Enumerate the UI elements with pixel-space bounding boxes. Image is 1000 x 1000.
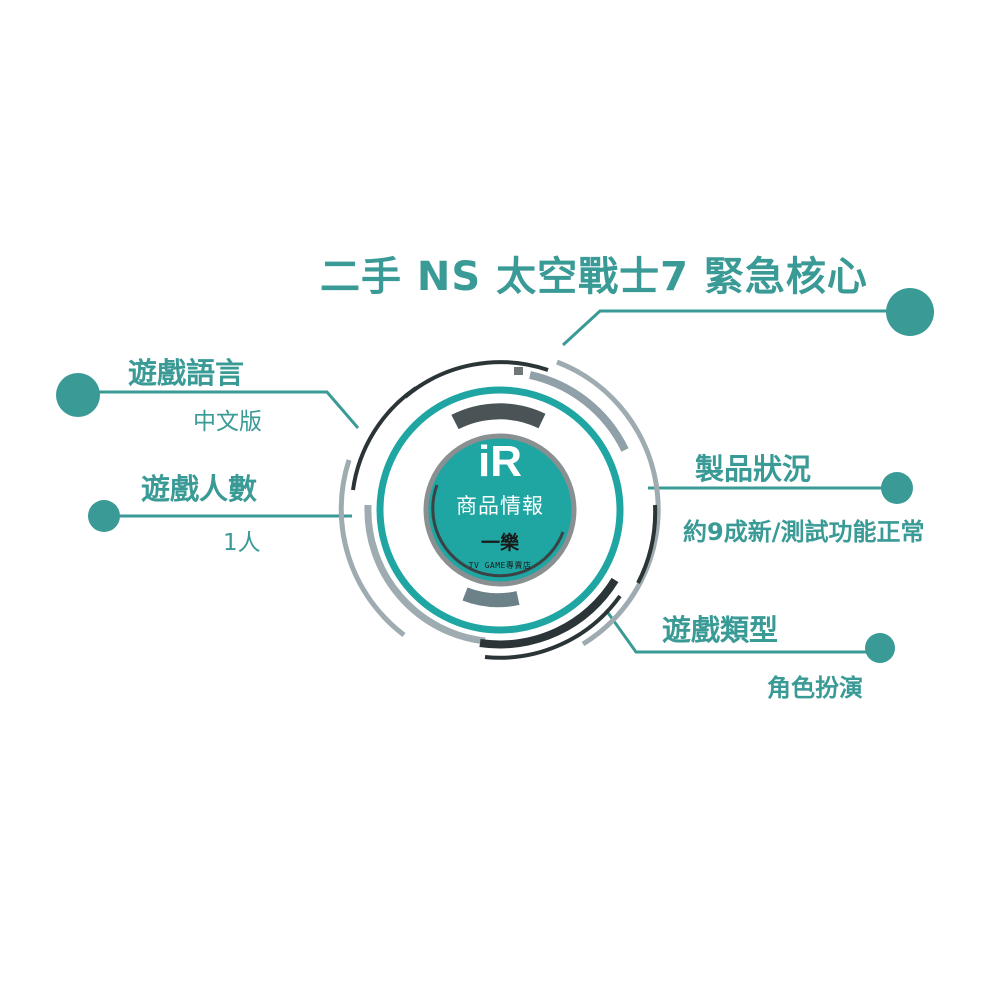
ir-logo: iR bbox=[478, 437, 522, 486]
field-label-players: 遊戲人數 bbox=[141, 472, 258, 506]
page-title: 二手 NS 太空戰士7 緊急核心 bbox=[320, 254, 868, 300]
slate-arc-top bbox=[451, 403, 546, 430]
teal-ring bbox=[376, 386, 624, 634]
dark-arc-top-left bbox=[351, 386, 418, 491]
slate-arc-bottom bbox=[462, 587, 520, 608]
brand-subtitle: TV GAME專賣店 bbox=[468, 561, 532, 570]
center-badge: iR 商品情報 一樂 TV GAME專賣店 bbox=[410, 440, 590, 571]
connector-title bbox=[561, 309, 905, 347]
gray-arc-left bbox=[364, 504, 486, 645]
center-disc bbox=[423, 433, 577, 587]
small-square-marker bbox=[514, 367, 523, 375]
dark-arc-right bbox=[636, 504, 658, 584]
dark-arc-bottom bbox=[484, 594, 622, 660]
field-label-genre: 遊戲類型 bbox=[662, 613, 779, 647]
dot-title bbox=[886, 288, 934, 336]
dot-players bbox=[88, 500, 120, 532]
connector-genre bbox=[604, 609, 880, 654]
dot-language bbox=[56, 373, 100, 417]
dot-condition bbox=[881, 472, 913, 504]
gray-arc-right-upper bbox=[529, 371, 629, 452]
field-value-players: 1人 bbox=[223, 530, 261, 556]
outer-arc-left bbox=[338, 459, 406, 637]
dark-thick-arc-bottom-right bbox=[479, 577, 619, 649]
outer-arc-right bbox=[556, 359, 661, 647]
inner-dark-arc bbox=[431, 484, 565, 578]
dot-genre bbox=[865, 633, 895, 663]
dark-arc-top bbox=[403, 360, 549, 399]
center-label: 商品情報 bbox=[456, 494, 544, 518]
field-label-language: 遊戲語言 bbox=[128, 356, 245, 390]
field-value-genre: 角色扮演 bbox=[767, 674, 863, 702]
connector-language bbox=[77, 390, 360, 429]
brand-name: 一樂 bbox=[480, 532, 519, 554]
field-label-condition: 製品狀況 bbox=[695, 452, 812, 486]
field-value-condition: 約9成新/測試功能正常 bbox=[683, 518, 925, 546]
field-value-language: 中文版 bbox=[193, 409, 262, 435]
